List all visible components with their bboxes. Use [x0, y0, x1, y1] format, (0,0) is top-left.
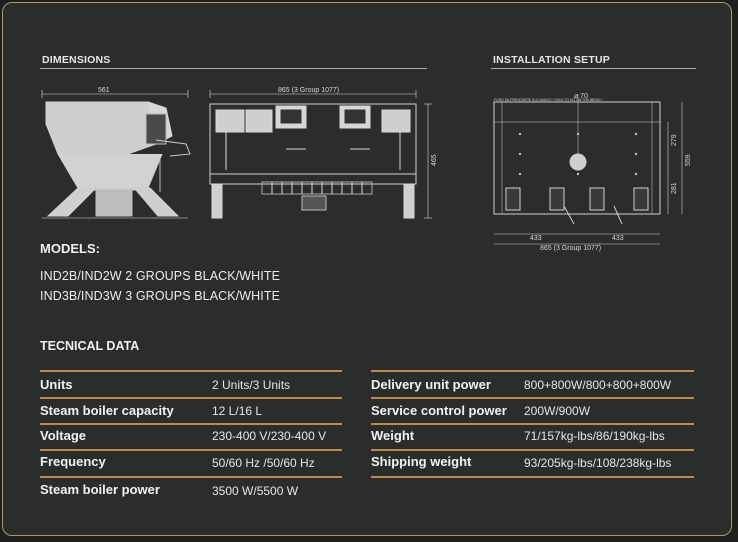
tech-value-service-power: 200W/900W	[524, 404, 591, 418]
dim-lower-label: 281	[671, 182, 678, 194]
tech-label-weight: Weight	[371, 428, 415, 443]
tech-value-steam-power: 3500 W/5500 W	[212, 484, 299, 498]
technical-heading: TECNICAL DATA	[40, 339, 140, 353]
dim-total-label: 559	[685, 154, 692, 166]
tech-value-shipping-weight: 93/205kg-lbs/108/238kg-lbs	[524, 456, 672, 470]
model-line-1: IND2B/IND2W 2 GROUPS BLACK/WHITE	[40, 269, 281, 283]
front-view-drawing: 865 (3 Group 1077) 465	[209, 87, 438, 219]
bottom-total-label: 865 (3 Group 1077)	[540, 245, 601, 252]
tech-value-delivery-power: 800+800W/800+800+800W	[524, 378, 672, 392]
right-table-rule	[371, 449, 694, 451]
tech-label-units: Units	[40, 377, 73, 392]
right-table-rule	[371, 423, 694, 425]
tech-value-steam-capacity: 12 L/16 L	[212, 404, 263, 418]
tech-value-weight: 71/157kg-lbs/86/190kg-lbs	[524, 429, 665, 443]
installation-drawing: ⌀ 70 FORO DA PREVEDERE SUL BANCO / HOLE …	[493, 93, 692, 252]
left-table-rule	[40, 449, 342, 451]
tech-value-units: 2 Units/3 Units	[212, 378, 291, 392]
bottom-left-label: 433	[530, 235, 542, 242]
dim-upper-label: 279	[671, 134, 678, 146]
spec-sheet-frame	[2, 2, 732, 536]
height-label: 465	[431, 154, 438, 166]
tech-label-frequency: Frequency	[40, 454, 106, 469]
right-table-rule	[371, 370, 694, 372]
installation-divider	[491, 68, 696, 69]
dimensions-heading: DIMENSIONS	[42, 54, 111, 66]
front-width-label: 865 (3 Group 1077)	[278, 87, 339, 94]
left-table-rule	[40, 423, 342, 425]
tech-label-shipping-weight: Shipping weight	[371, 454, 472, 469]
tech-label-steam-capacity: Steam boiler capacity	[40, 403, 174, 418]
left-table-rule	[40, 370, 342, 372]
tech-label-delivery-power: Delivery unit power	[371, 377, 491, 392]
tech-value-voltage: 230-400 V/230-400 V	[212, 429, 327, 443]
side-view-drawing: 561	[41, 87, 191, 219]
left-table-rule	[40, 397, 342, 399]
models-heading: MODELS:	[40, 241, 100, 256]
tech-label-steam-power: Steam boiler power	[40, 482, 160, 497]
model-line-2: IND3B/IND3W 3 GROUPS BLACK/WHITE	[40, 289, 281, 303]
hole-diameter-label: ⌀ 70	[574, 93, 588, 100]
bottom-right-label: 433	[612, 235, 624, 242]
tech-label-service-power: Service control power	[371, 403, 507, 418]
hole-note-label: FORO DA PREVEDERE SUL BANCO / HOLE TO DO…	[494, 98, 602, 102]
dimensions-divider	[40, 68, 427, 69]
tech-label-voltage: Voltage	[40, 428, 86, 443]
right-table-rule	[371, 397, 694, 399]
installation-heading: INSTALLATION SETUP	[493, 54, 610, 66]
tech-value-frequency: 50/60 Hz /50/60 Hz	[212, 456, 315, 470]
right-table-rule	[371, 476, 694, 478]
left-table-rule	[40, 476, 342, 478]
side-depth-label: 561	[98, 87, 110, 94]
